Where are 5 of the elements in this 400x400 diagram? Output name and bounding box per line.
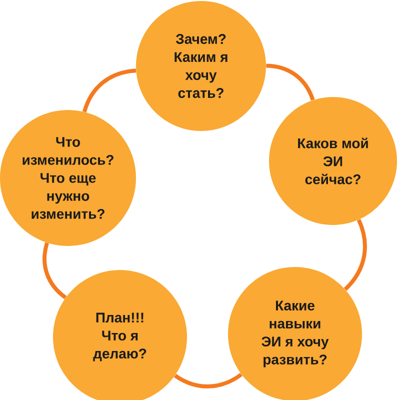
connector-arc — [266, 64, 315, 101]
connector-arc — [42, 242, 67, 300]
connector-arc — [174, 372, 242, 388]
connector-arc — [82, 68, 136, 112]
connector-arc — [344, 219, 367, 291]
